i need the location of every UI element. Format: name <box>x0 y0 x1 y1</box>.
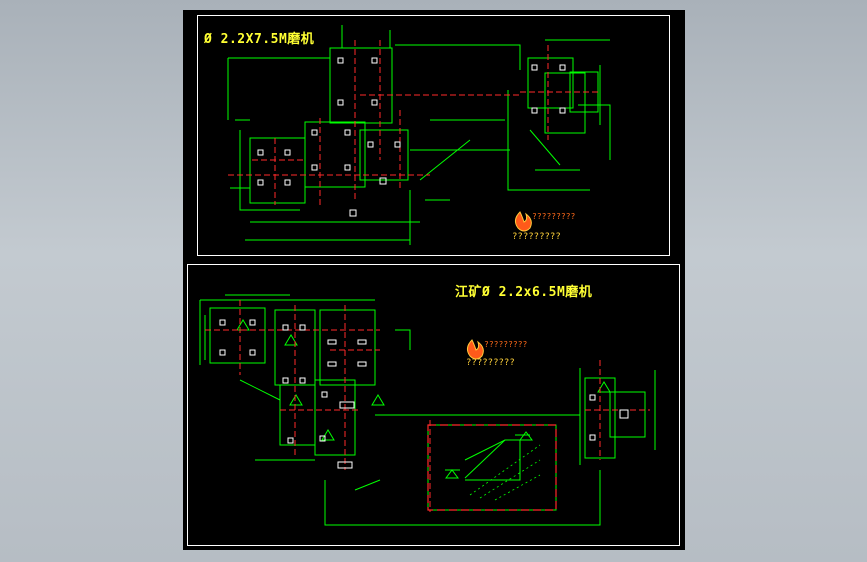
logo-header-top: ????????? <box>532 212 576 221</box>
drawing-frame-bottom <box>187 264 680 546</box>
drawing-title-top: Ø 2.2X7.5M磨机 <box>204 32 315 47</box>
logo-caption-bottom: ????????? <box>466 358 515 368</box>
drawing-frame-top <box>197 15 670 256</box>
logo-header-bottom: ????????? <box>484 340 528 349</box>
logo-flame-icon-bottom <box>466 339 484 360</box>
logo-caption-top: ????????? <box>512 232 561 242</box>
logo-flame-icon <box>514 211 532 232</box>
drawing-title-bottom: 江矿Ø 2.2x6.5M磨机 <box>455 285 593 300</box>
